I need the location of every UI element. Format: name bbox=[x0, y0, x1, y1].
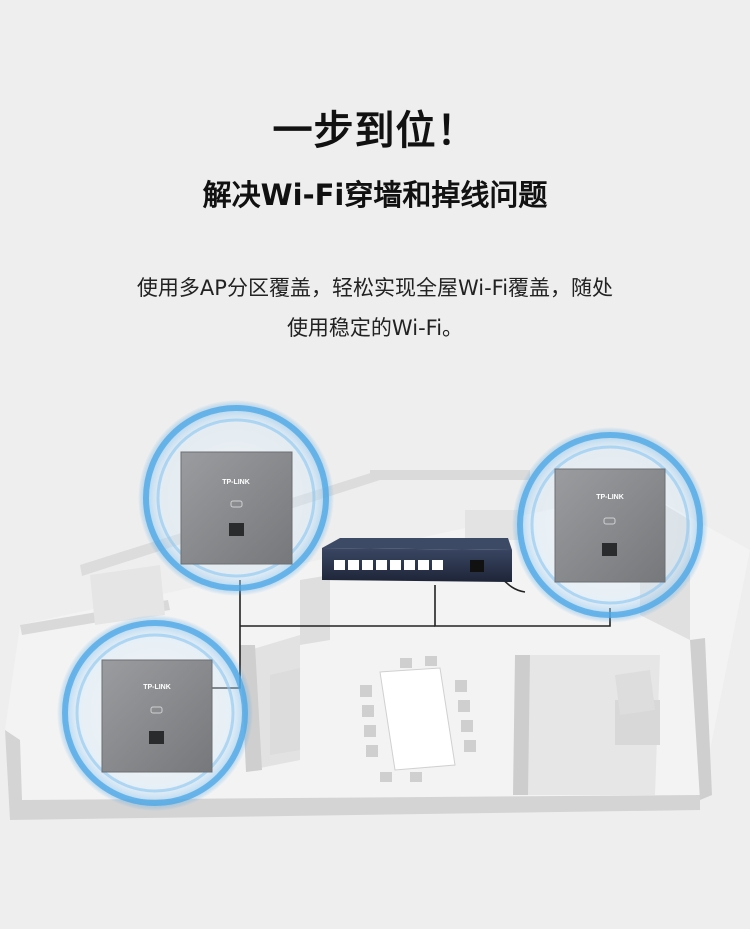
headline: 一步到位！ bbox=[272, 108, 478, 154]
switch-ports bbox=[334, 560, 443, 570]
ap-right-brand: TP-LINK bbox=[596, 494, 624, 501]
description-line-1: 使用多AP分区覆盖，轻松实现全屋Wi-Fi覆盖，随处 bbox=[136, 276, 614, 300]
floorplan-scene: TP-LINK TP-LINK TP-LINK bbox=[5, 400, 750, 820]
ap-top-left-brand: TP-LINK bbox=[222, 479, 250, 486]
subheadline: 解决Wi-Fi穿墙和掉线问题 bbox=[202, 178, 548, 212]
description: 使用多AP分区覆盖，轻松实现全屋Wi-Fi覆盖，随处 使用稳定的Wi-Fi。 bbox=[0, 268, 750, 348]
access-point-top-left: TP-LINK bbox=[138, 400, 334, 596]
access-point-right: TP-LINK bbox=[512, 427, 708, 623]
ap-bottom-left-brand: TP-LINK bbox=[143, 684, 171, 691]
description-line-2: 使用稳定的Wi-Fi。 bbox=[286, 316, 464, 340]
network-switch bbox=[322, 538, 512, 582]
access-point-bottom-left: TP-LINK bbox=[57, 615, 253, 811]
